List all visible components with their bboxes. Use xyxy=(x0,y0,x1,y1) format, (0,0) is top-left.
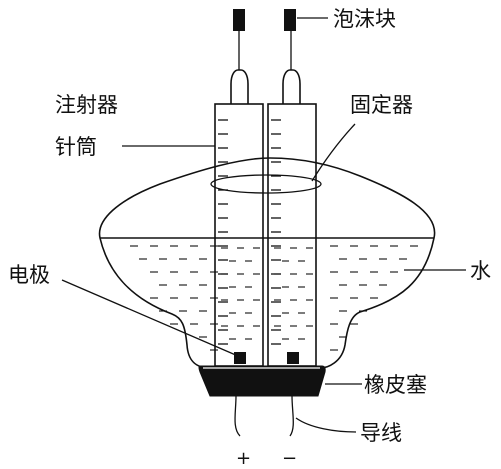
water-body xyxy=(100,238,434,368)
label-water: 水 xyxy=(470,259,491,283)
label-rubber-stopper: 橡皮塞 xyxy=(364,373,427,397)
label-electrode: 电极 xyxy=(8,263,50,287)
electrode-right xyxy=(287,352,299,364)
label-syringe-line1: 注射器 xyxy=(55,93,118,117)
holder-ring xyxy=(210,174,322,194)
wire-negative xyxy=(289,395,294,437)
rubber-stopper xyxy=(198,365,326,397)
syringe-barrel-right xyxy=(267,103,317,367)
syringe-tip-right xyxy=(282,69,301,104)
foam-block-right xyxy=(284,9,296,31)
positive-terminal-label: + xyxy=(236,448,251,469)
label-foam-block: 泡沫块 xyxy=(333,7,396,31)
wire-positive xyxy=(234,395,241,437)
label-holder: 固定器 xyxy=(350,93,413,117)
foam-block-left xyxy=(233,9,245,31)
label-wire: 导线 xyxy=(360,421,402,445)
electrode-left xyxy=(234,352,246,364)
syringe-tip-left xyxy=(230,69,249,104)
leader-electrode xyxy=(61,279,239,357)
label-syringe-line2: 针筒 xyxy=(55,135,97,159)
vessel-outline xyxy=(98,157,436,369)
leader-wire xyxy=(295,417,357,433)
negative-terminal-label: − xyxy=(282,448,297,469)
leader-holder xyxy=(311,123,356,182)
